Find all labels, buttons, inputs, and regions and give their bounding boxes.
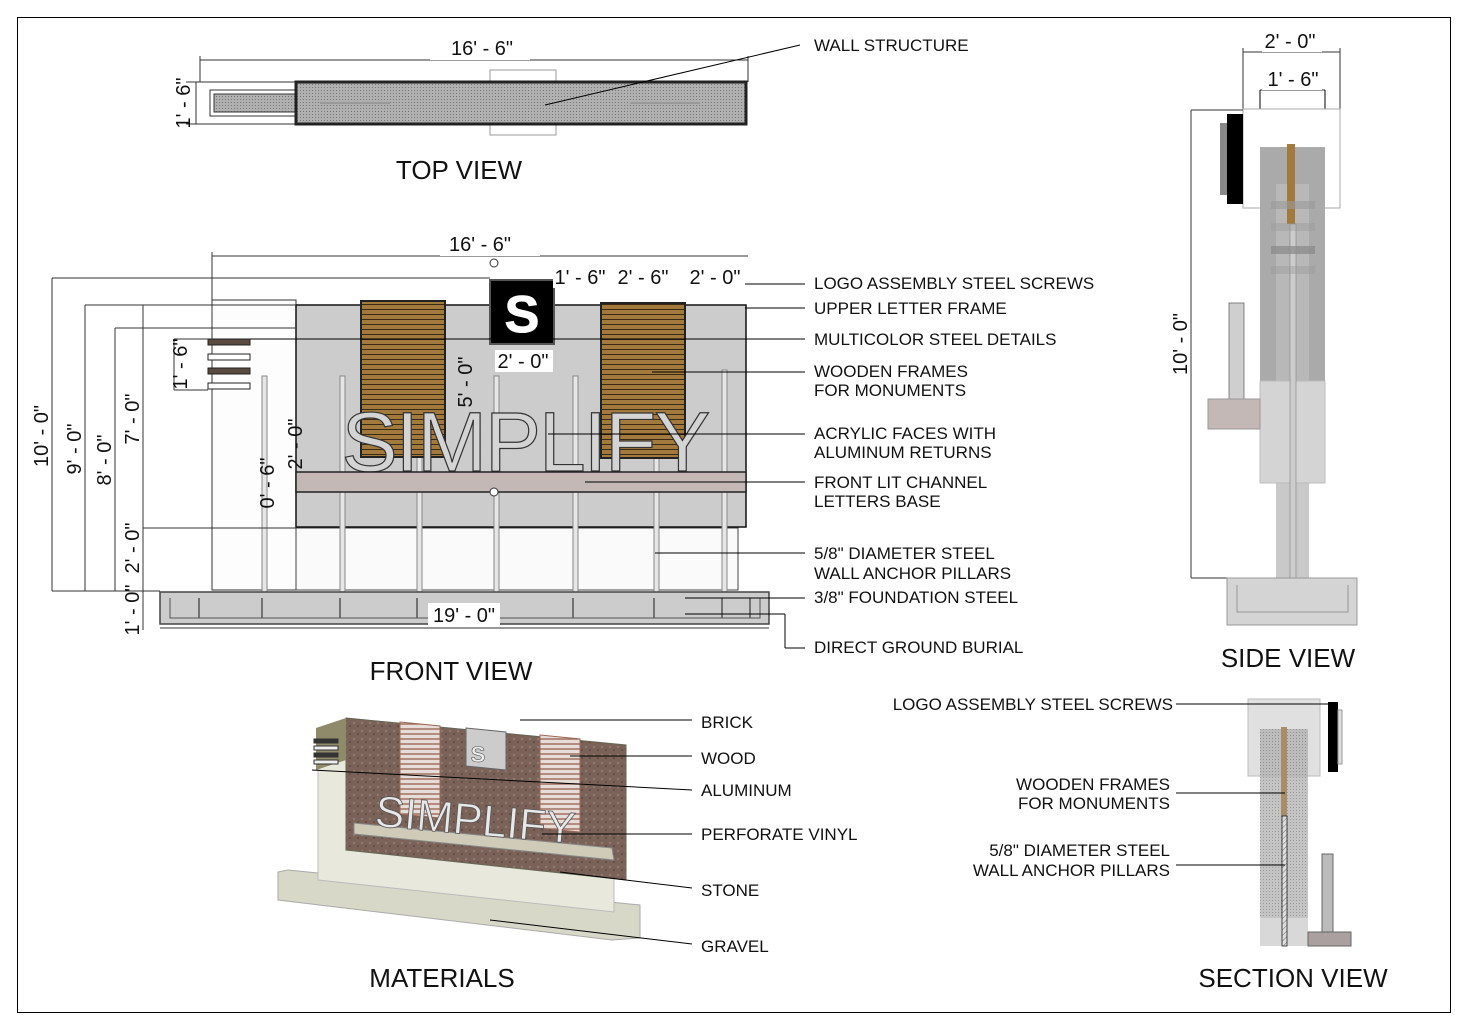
callout-anchor-1: 5/8" DIAMETER STEEL [814,544,995,563]
callout-channel-2: LETTERS BASE [814,492,941,511]
materials-title: MATERIALS [369,963,514,993]
front-view: 16' - 6" S SIMPLIFY [31,232,1094,686]
dim-8ft: 8' - 0" [94,435,116,486]
callout-anchor-2: WALL ANCHOR PILLARS [814,564,1011,583]
dim-top-b: 2' - 6" [618,267,669,289]
dim-steel-details: 1' - 6" [170,339,192,390]
callout-aluminum: ALUMINUM [701,781,792,800]
section-callout-anchor-2: WALL ANCHOR PILLARS [973,861,1170,880]
top-width-dim: 16' - 6" [451,38,513,60]
section-view: LOGO ASSEMBLY STEEL SCREWS WOODEN FRAMES… [893,695,1388,993]
callout-steel-details: MULTICOLOR STEEL DETAILS [814,330,1056,349]
callout-channel-1: FRONT LIT CHANNEL [814,473,987,492]
side-view-title: SIDE VIEW [1221,643,1356,673]
top-view: 16' - 6" 1' - 6" WALL STRUCTURE TOP VIEW [173,36,969,185]
section-callout-screws: LOGO ASSEMBLY STEEL SCREWS [893,695,1173,714]
dim-frame-height: 5' - 0" [455,357,477,408]
base-width-dim: 19' - 0" [433,605,495,627]
side-view: 2' - 0" 1' - 6" 10' - 0" SIDE VIEW [1170,30,1358,673]
side-outer-dim: 2' - 0" [1265,31,1316,53]
dim-top-c: 2' - 0" [690,267,741,289]
callout-ground-burial: DIRECT GROUND BURIAL [814,638,1023,657]
callout-perforate-vinyl: PERFORATE VINYL [701,825,858,844]
top-view-title: TOP VIEW [396,155,523,185]
callout-wooden-frames-1: WOODEN FRAMES [814,362,968,381]
callout-wall-structure: WALL STRUCTURE [814,36,969,55]
dim-9ft: 9' - 0" [64,424,86,475]
side-height-dim: 10' - 0" [1170,313,1192,375]
callout-brick: BRICK [701,713,754,732]
callout-gravel: GRAVEL [701,937,769,956]
callout-logo-screws: LOGO ASSEMBLY STEEL SCREWS [814,274,1094,293]
materials-view: S SIMPLIFY BRICK WOOD ALUMINUM PERFORATE… [277,713,858,993]
callout-stone: STONE [701,881,759,900]
dim-2ft-bottom: 2' - 0" [122,523,144,574]
side-inner-dim: 1' - 6" [1268,69,1319,91]
front-view-title: FRONT VIEW [370,656,533,686]
dim-7ft: 7' - 0" [122,394,144,445]
section-callout-wood-1: WOODEN FRAMES [1016,775,1170,794]
section-callout-anchor-1: 5/8" DIAMETER STEEL [989,841,1170,860]
section-callout-wood-2: FOR MONUMENTS [1018,794,1170,813]
callout-acrylic-2: ALUMINUM RETURNS [814,443,992,462]
dim-10ft: 10' - 0" [31,405,53,467]
svg-text:S: S [471,742,486,767]
callout-wood: WOOD [701,749,756,768]
callout-upper-frame: UPPER LETTER FRAME [814,299,1007,318]
logo-glyph: S [505,286,540,344]
callout-wooden-frames-2: FOR MONUMENTS [814,381,966,400]
top-depth-dim: 1' - 6" [173,78,195,129]
section-view-title: SECTION VIEW [1198,963,1388,993]
dim-letters-height: 2' - 0" [285,419,307,470]
callout-acrylic-1: ACRYLIC FACES WITH [814,424,996,443]
callout-foundation-steel: 3/8" FOUNDATION STEEL [814,588,1018,607]
dim-top-a: 1' - 6" [555,267,606,289]
front-width-dim: 16' - 6" [449,234,511,256]
drawing-sheet-border [17,17,1451,1013]
dim-1ft-bottom: 1' - 0" [122,585,144,636]
dim-logo-width: 2' - 0" [498,351,549,373]
dim-base-height: 0' - 6" [257,458,279,509]
